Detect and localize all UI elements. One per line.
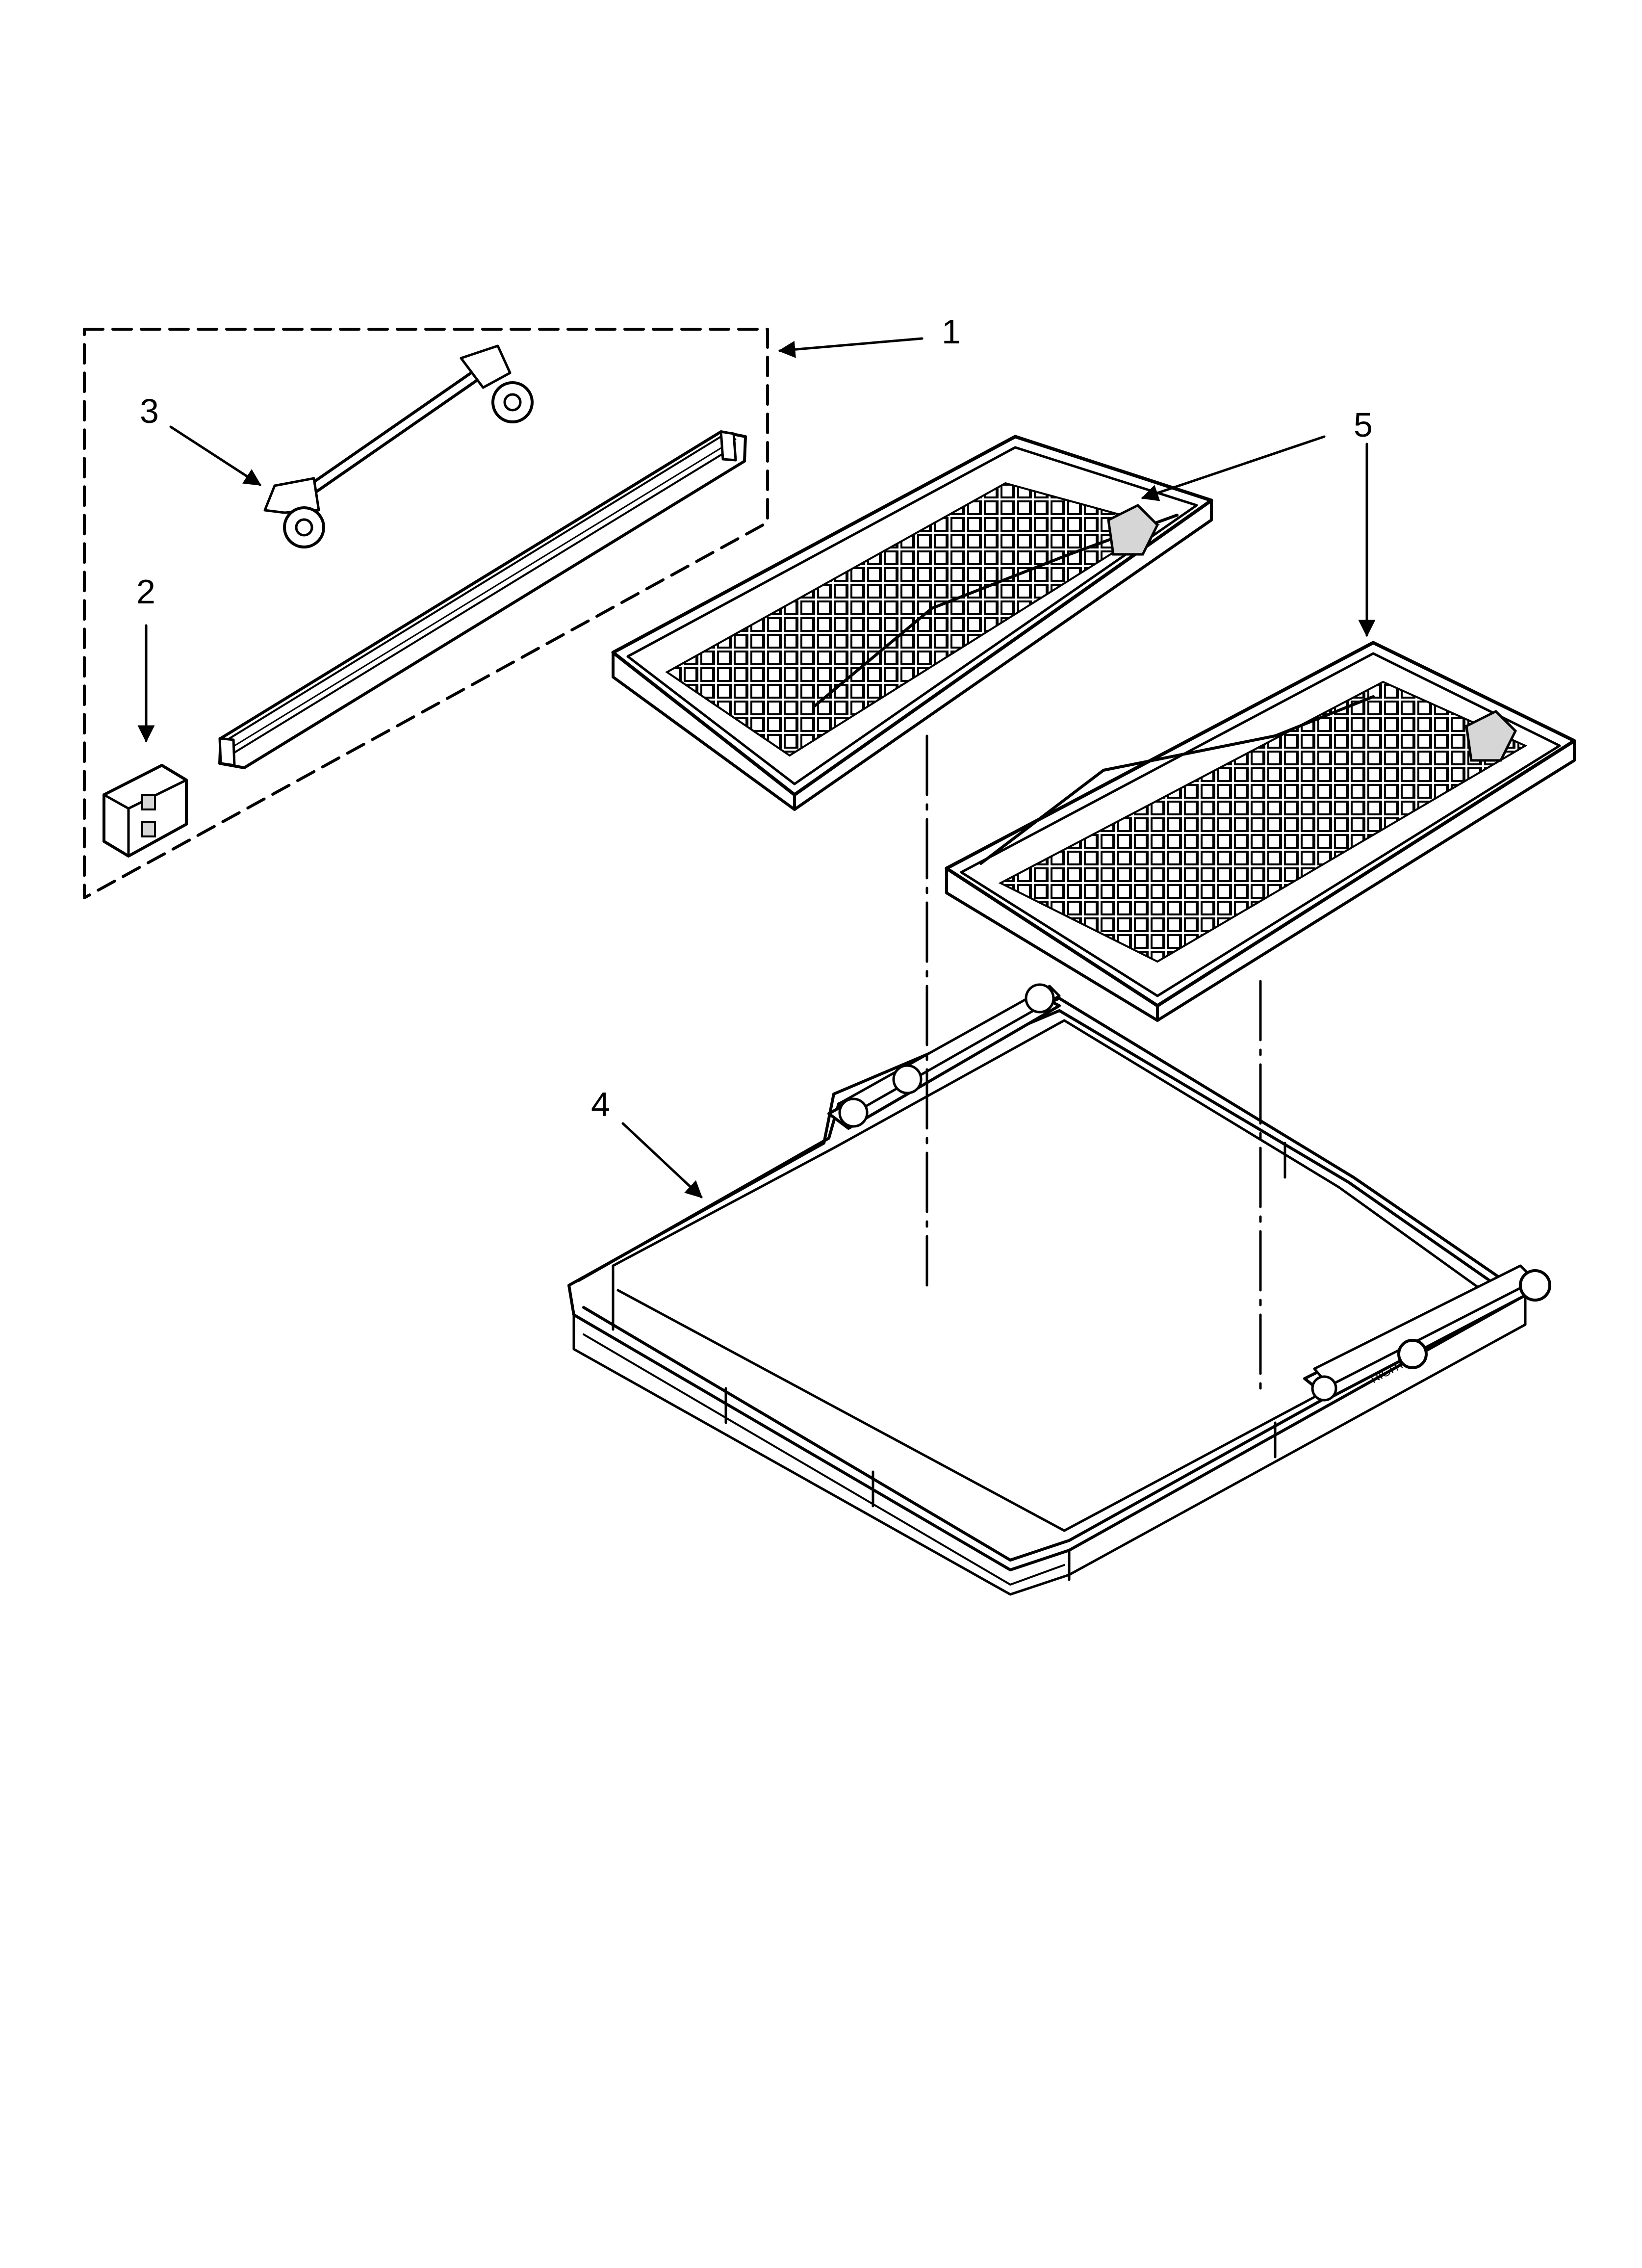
kit-boundary — [83, 328, 769, 899]
callout-2: 2 — [136, 573, 155, 611]
callout-5: 5 — [1354, 406, 1373, 444]
rack-frame: RIGHT — [567, 983, 1551, 1596]
callout-3: 3 — [140, 392, 159, 430]
leader-arrows — [137, 337, 1376, 1199]
basket-tray-left — [611, 435, 1213, 811]
callout-1: 1 — [942, 313, 961, 351]
clip-part — [103, 764, 188, 858]
rail-part — [218, 430, 747, 769]
callout-4: 4 — [591, 1085, 610, 1123]
basket-tray-right — [945, 641, 1576, 1022]
alignment-lines — [925, 734, 1262, 1395]
wheel-axle-part — [263, 344, 534, 548]
